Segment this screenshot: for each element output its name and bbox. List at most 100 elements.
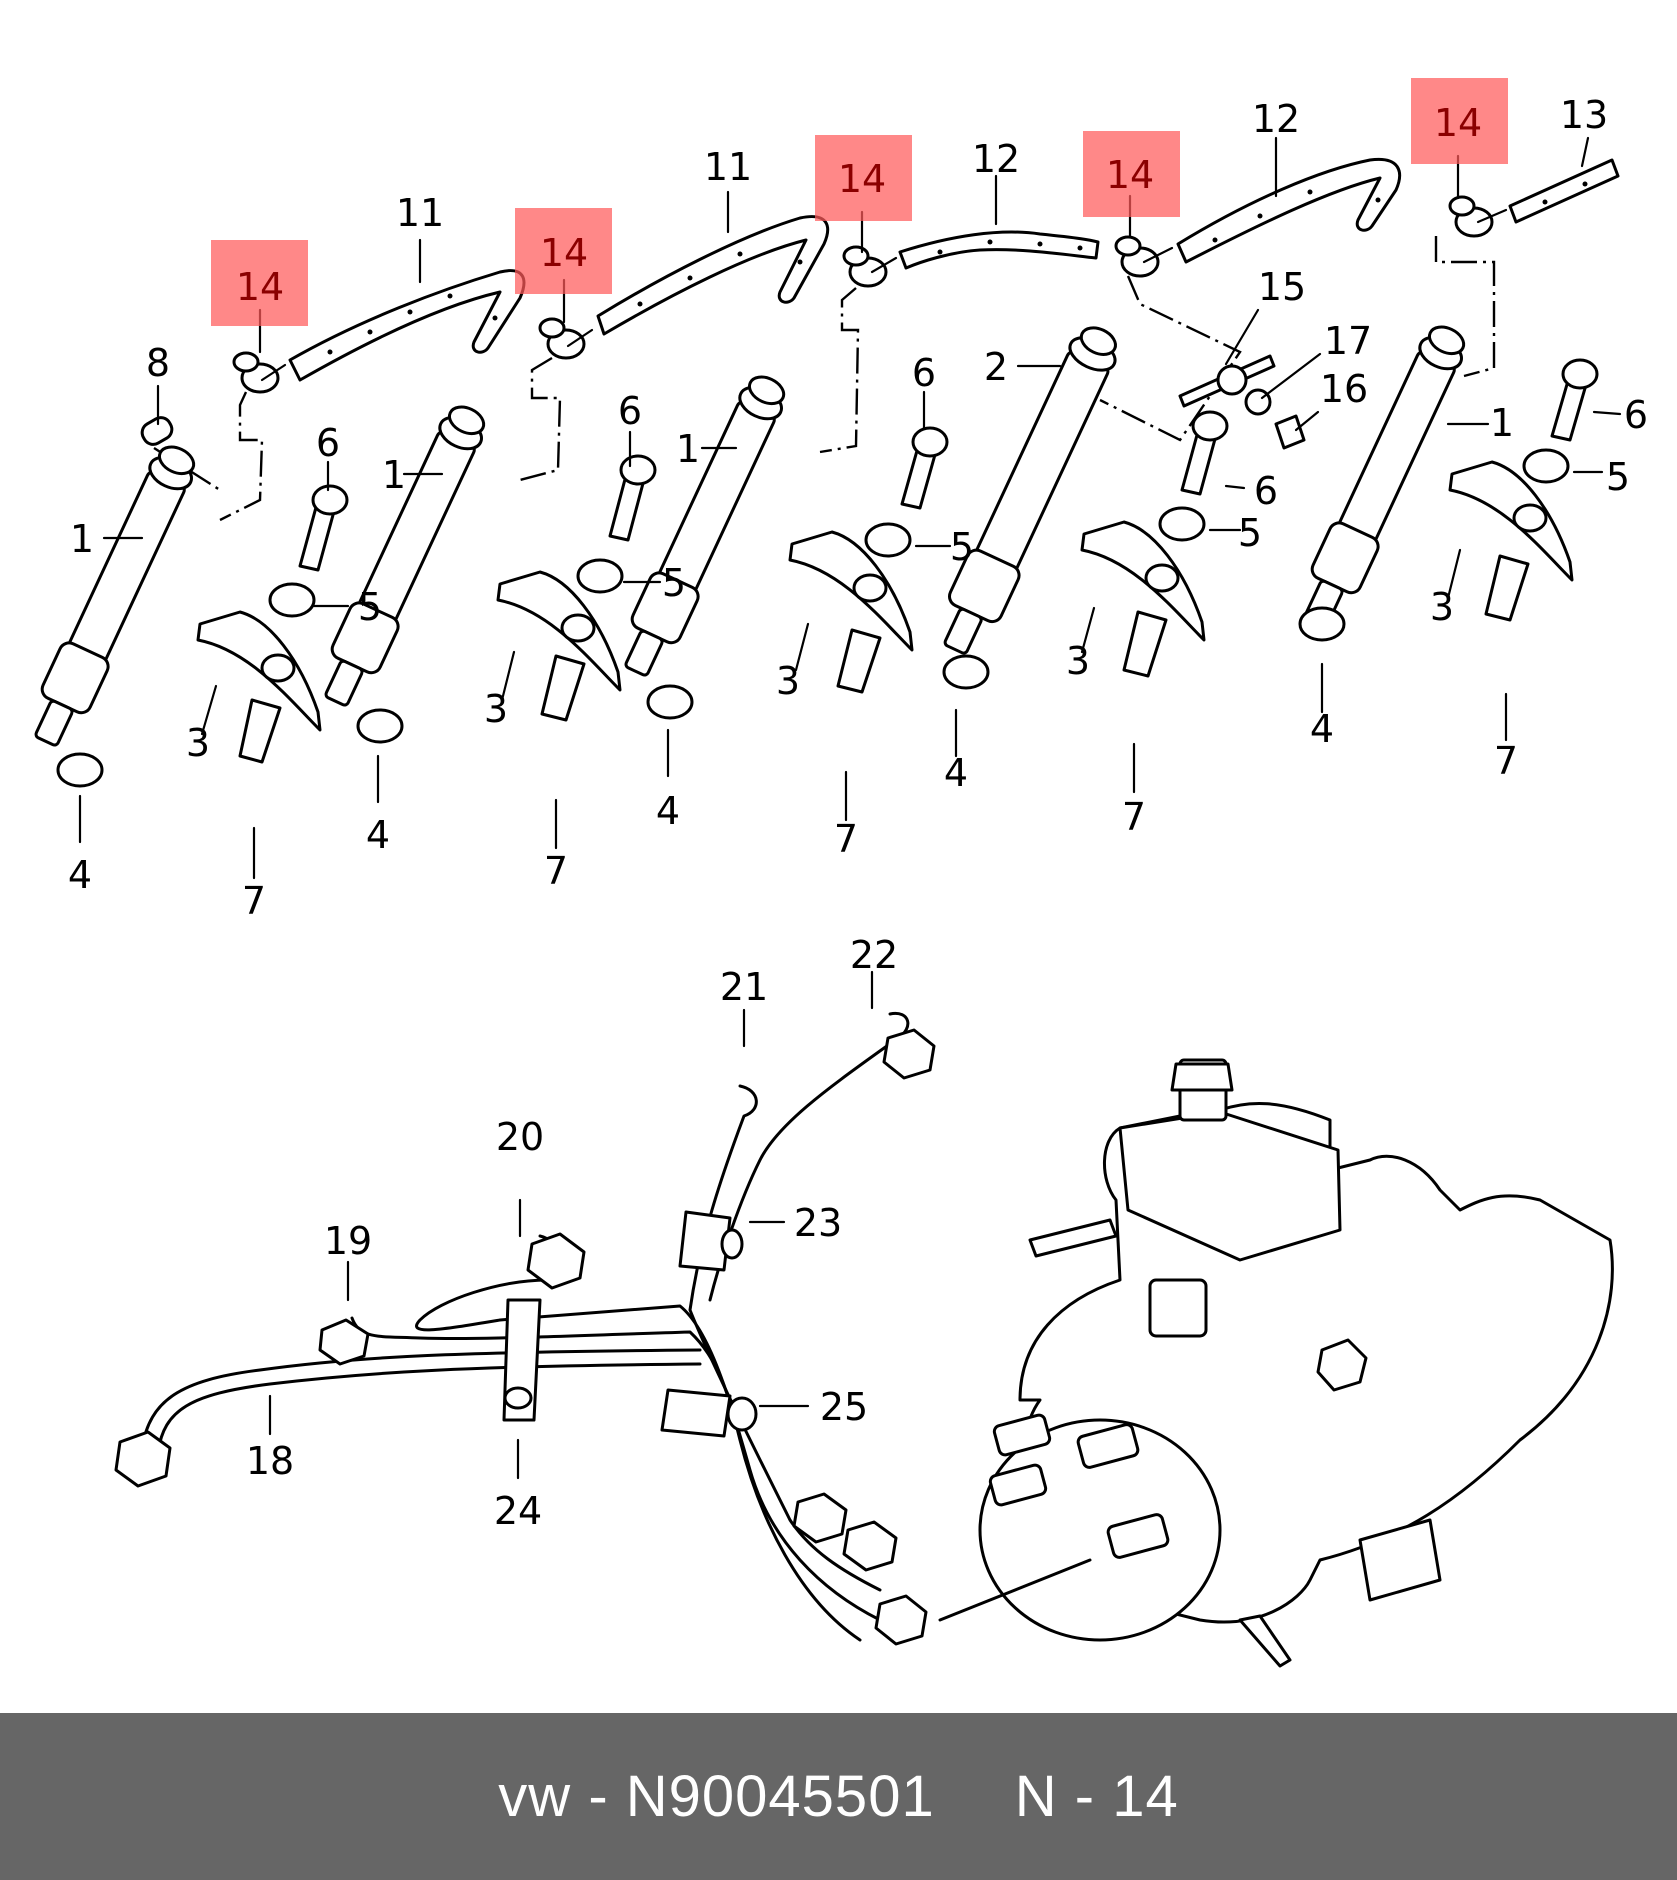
- callout-4: 4: [1310, 707, 1334, 751]
- callout-1: 1: [382, 453, 406, 497]
- callout-11: 11: [704, 145, 752, 189]
- return-hose-13: [1508, 158, 1620, 224]
- callout-5: 5: [1606, 455, 1630, 499]
- highlight-box: [515, 208, 612, 294]
- assembly-line: [1434, 236, 1496, 378]
- assembly-line: [219, 391, 264, 522]
- highlight-box: [815, 135, 912, 221]
- part-number: N90045501: [625, 1764, 935, 1829]
- callout-3: 3: [776, 659, 800, 703]
- hose-clip-4: [1114, 235, 1174, 278]
- return-hose-12-right: [1176, 157, 1401, 264]
- bolts-6: [298, 358, 1599, 572]
- callout-24: 24: [494, 1489, 542, 1533]
- callout-1: 1: [1490, 401, 1514, 445]
- callout-6: 6: [912, 351, 936, 395]
- callout-4: 4: [366, 813, 390, 857]
- callout-4: 4: [656, 789, 680, 833]
- callout-6: 6: [618, 389, 642, 433]
- callout-1: 1: [70, 517, 94, 561]
- ref-prefix: N: [1014, 1764, 1058, 1829]
- seal-washers-4: [56, 606, 1346, 788]
- callout-12: 12: [1252, 97, 1300, 141]
- hose-clip-5: [1448, 195, 1508, 238]
- injector-1d: [1304, 325, 1466, 627]
- callout-3: 3: [1430, 585, 1454, 629]
- callout-5: 5: [950, 525, 974, 569]
- clamp-3c: [788, 530, 914, 652]
- callout-18: 18: [246, 1439, 294, 1483]
- callout-20: 20: [496, 1115, 544, 1159]
- return-hose-12-mid: [898, 230, 1100, 270]
- clamp-3e: [1448, 460, 1574, 582]
- clamp-3b: [496, 570, 622, 692]
- sleeves-7: [238, 554, 1530, 764]
- callout-12: 12: [972, 137, 1020, 181]
- injector-1b: [324, 405, 486, 707]
- part-caption-bar: vw - N90045501 N - 14: [0, 1713, 1677, 1880]
- hose-clip-3: [842, 245, 898, 288]
- cap-8: [140, 416, 174, 446]
- callout-2: 2: [984, 345, 1008, 389]
- callout-7: 7: [834, 817, 858, 861]
- highlight-box: [1411, 78, 1508, 164]
- callout-14-highlighted: 14: [1434, 101, 1482, 145]
- injector-2: [943, 326, 1117, 655]
- return-hose-11-left: [288, 269, 526, 382]
- callout-7: 7: [544, 849, 568, 893]
- callout-6: 6: [1624, 393, 1648, 437]
- callout-17: 17: [1324, 319, 1372, 363]
- injector-1a: [34, 445, 196, 747]
- ref-number: 14: [1112, 1764, 1179, 1829]
- callout-5: 5: [358, 585, 382, 629]
- washers-5: [268, 448, 1570, 618]
- callout-11: 11: [396, 191, 444, 235]
- return-hose-11-mid: [596, 215, 830, 336]
- caption-dash: -: [588, 1764, 609, 1829]
- callout-4: 4: [944, 751, 968, 795]
- highlight-box: [1083, 131, 1180, 217]
- assembly-line: [519, 356, 562, 482]
- pipe-clamps: [502, 1210, 758, 1438]
- callout-1: 1: [676, 427, 700, 471]
- clamp-3a: [196, 610, 322, 732]
- callout-23: 23: [794, 1201, 842, 1245]
- pipe-union-nuts: [114, 1028, 936, 1646]
- callout-3: 3: [484, 687, 508, 731]
- callout-6: 6: [316, 421, 340, 465]
- callout-3: 3: [1066, 639, 1090, 683]
- callout-6: 6: [1254, 469, 1278, 513]
- brand-label: vw: [498, 1764, 572, 1829]
- assembly-line: [819, 287, 860, 454]
- callout-14-highlighted: 14: [1106, 153, 1154, 197]
- callout-16: 16: [1320, 367, 1368, 411]
- callout-8: 8: [146, 341, 170, 385]
- callout-19: 19: [324, 1219, 372, 1263]
- callout-5: 5: [662, 561, 686, 605]
- injector-1c: [624, 375, 786, 677]
- hose-clip-1: [232, 351, 287, 394]
- callout-14-highlighted: 14: [540, 231, 588, 275]
- callout-5: 5: [1238, 511, 1262, 555]
- callout-15: 15: [1258, 265, 1306, 309]
- callout-3: 3: [186, 721, 210, 765]
- injection-pump: [938, 1058, 1614, 1668]
- callout-13: 13: [1560, 93, 1608, 137]
- callout-21: 21: [720, 965, 768, 1009]
- callout-7: 7: [1122, 795, 1146, 839]
- clamp-3d: [1080, 520, 1206, 642]
- highlight-box: [211, 240, 308, 326]
- highlighted-callouts: 14 14 14 14 14: [211, 78, 1508, 326]
- callout-4: 4: [68, 853, 92, 897]
- callout-25: 25: [820, 1385, 868, 1429]
- parts-diagram: 8 1 1 1 2 1 4 4 4 4 4 5 5 5 5 5 6 6 6 6 …: [34, 78, 1648, 1668]
- callout-7: 7: [1494, 739, 1518, 783]
- callout-7: 7: [242, 879, 266, 923]
- hose-clip-2: [538, 317, 594, 360]
- callout-labels: 8 1 1 1 2 1 4 4 4 4 4 5 5 5 5 5 6 6 6 6 …: [68, 93, 1648, 1533]
- callout-22: 22: [850, 933, 898, 977]
- callout-14-highlighted: 14: [236, 265, 284, 309]
- callout-14-highlighted: 14: [838, 157, 886, 201]
- assembly-line: [1099, 275, 1242, 442]
- caption-dash: -: [1074, 1764, 1096, 1829]
